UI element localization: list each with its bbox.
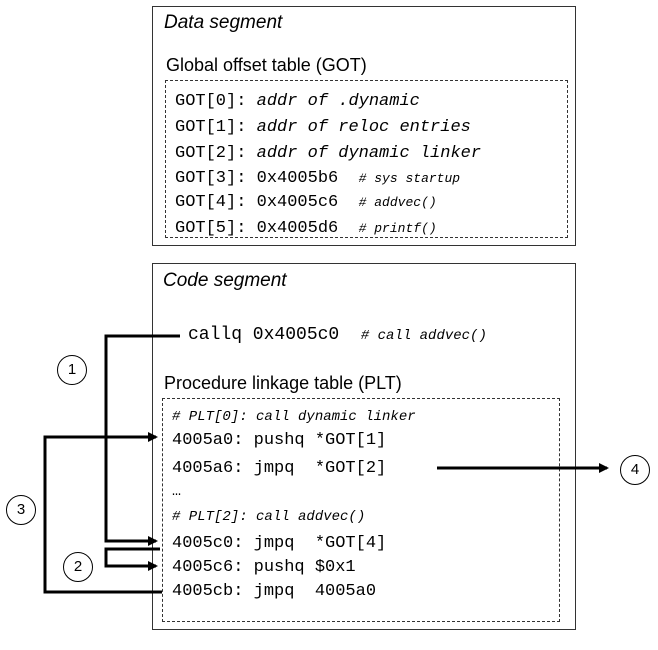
ellipsis: … [172, 483, 182, 500]
got-table [165, 80, 568, 238]
step-2-marker: 2 [63, 552, 93, 582]
code-segment-box [152, 263, 576, 630]
plt2-line1: 4005c0: jmpq *GOT[4] [172, 534, 387, 553]
got-entry-value: 0x4005c6 [256, 193, 339, 212]
arrow-step-2 [104, 547, 160, 571]
got-entry-label: GOT[5]: [175, 219, 247, 238]
plt-title: Procedure linkage table (PLT) [164, 373, 402, 393]
step-3-marker: 3 [6, 495, 36, 525]
got-entry: GOT[5]: 0x4005d6 # printf() [175, 220, 437, 237]
plt0-comment: # PLT[0]: call dynamic linker [172, 409, 416, 425]
got-entry-value: addr of dynamic linker [256, 144, 482, 163]
step-4-marker: 4 [620, 455, 650, 485]
got-entry: GOT[2]: addr of dynamic linker [175, 145, 481, 162]
call-instruction-text: callq 0x4005c0 [188, 325, 340, 345]
plt0-line2: 4005a6: jmpq *GOT[2] [172, 459, 387, 478]
plt-table [162, 398, 560, 622]
code-segment-title: Code segment [163, 270, 287, 291]
got-title: Global offset table (GOT) [166, 55, 367, 75]
got-entry: GOT[0]: addr of .dynamic [175, 93, 420, 110]
arrow-step-3 [43, 432, 162, 594]
got-entry-comment: # sys startup [358, 171, 461, 186]
data-segment-box [152, 6, 576, 246]
got-entry-value: 0x4005b6 [256, 169, 339, 188]
got-entry-value: addr of .dynamic [256, 92, 420, 111]
call-instruction: callq 0x4005c0 # call addvec() [188, 326, 487, 344]
plt2-comment: # PLT[2]: call addvec() [172, 509, 366, 525]
got-entry-label: GOT[2]: [175, 144, 247, 163]
plt2-line2: 4005c6: pushq $0x1 [172, 558, 356, 577]
got-entry-comment: # printf() [358, 221, 437, 236]
got-entry-value: 0x4005d6 [256, 219, 339, 238]
call-comment: # call addvec() [360, 328, 487, 344]
got-entry-label: GOT[1]: [175, 118, 247, 137]
got-entry: GOT[1]: addr of reloc entries [175, 119, 471, 136]
got-entry: GOT[4]: 0x4005c6 # addvec() [175, 194, 437, 211]
data-segment-title: Data segment [164, 12, 283, 33]
got-entry: GOT[3]: 0x4005b6 # sys startup [175, 170, 460, 187]
got-entry-label: GOT[4]: [175, 193, 247, 212]
plt0-line1: 4005a0: pushq *GOT[1] [172, 431, 387, 450]
got-entry-comment: # addvec() [358, 195, 437, 210]
got-entry-value: addr of reloc entries [256, 118, 471, 137]
step-1-marker: 1 [57, 355, 87, 385]
got-entry-label: GOT[3]: [175, 169, 247, 188]
got-entry-label: GOT[0]: [175, 92, 247, 111]
plt2-line3: 4005cb: jmpq 4005a0 [172, 582, 377, 601]
